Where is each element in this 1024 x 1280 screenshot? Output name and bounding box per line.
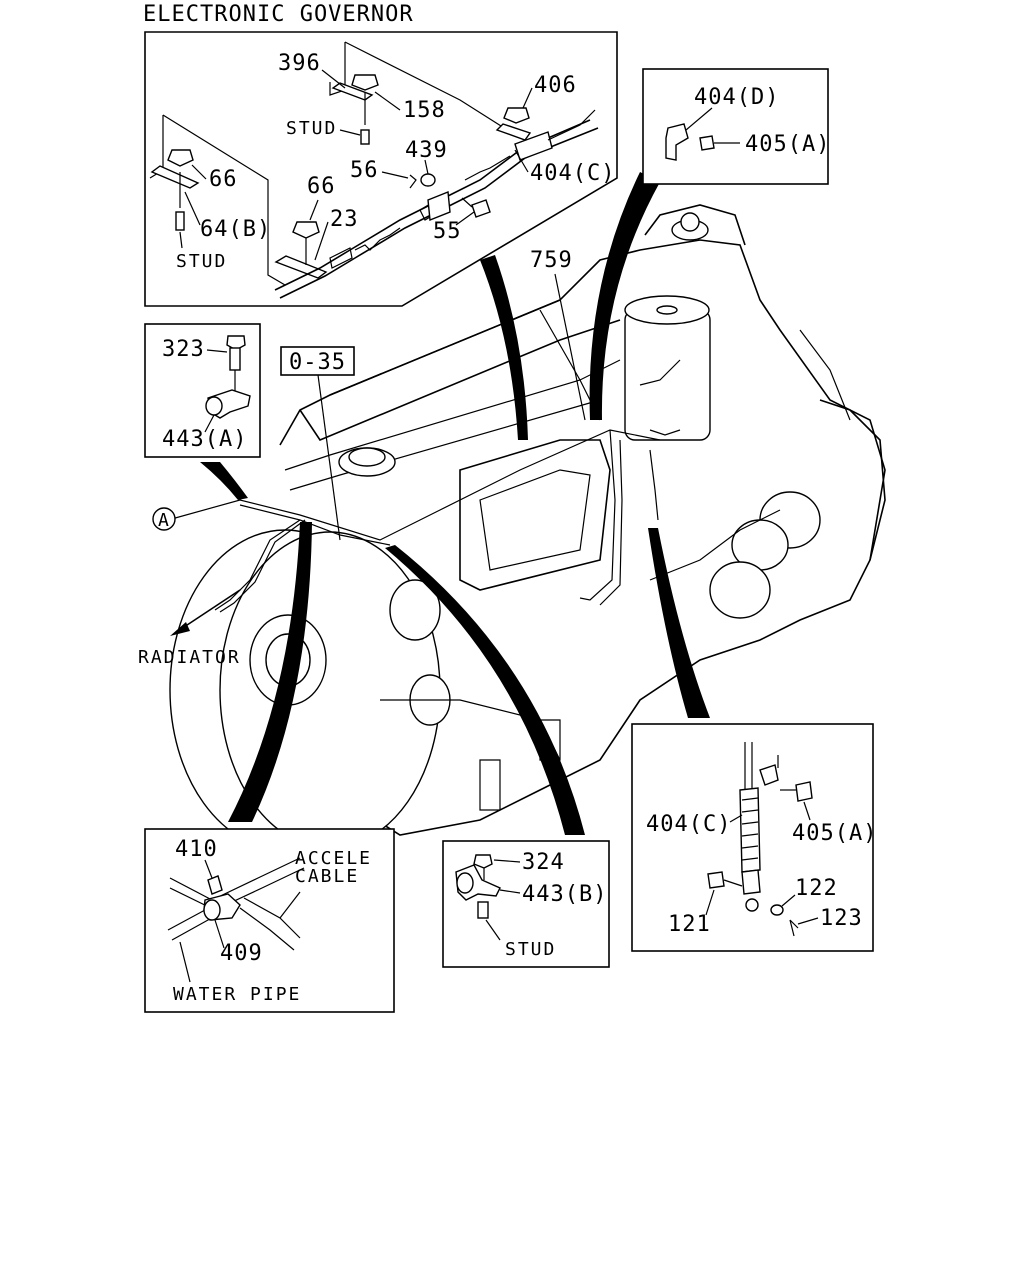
- stud-label-bottom: STUD: [505, 939, 556, 960]
- label-121: 121: [668, 912, 711, 937]
- diagram-title: ELECTRONIC GOVERNOR: [143, 2, 414, 27]
- inset-clamp-410: 410 409 ACCELE CABLE WATER PIPE: [144, 828, 395, 1013]
- label-404c-cable-end: 404(C): [646, 812, 731, 837]
- label-404c-governor: 404(C): [530, 161, 615, 186]
- inset-bracket-404d: 404(D) 405(A): [642, 68, 830, 185]
- accele-cable-label-line1: ACCELE: [295, 848, 372, 869]
- label-123: 123: [820, 906, 863, 931]
- label-64b: 64(B): [200, 217, 271, 242]
- label-404d: 404(D): [694, 85, 779, 110]
- label-66-left: 66: [209, 167, 238, 192]
- ref-box: [280, 346, 355, 376]
- label-406: 406: [534, 73, 577, 98]
- label-759: 759: [530, 248, 573, 273]
- accele-cable-label-line2: CABLE: [295, 866, 359, 887]
- label-56: 56: [350, 158, 379, 183]
- stud-label-left: STUD: [176, 251, 227, 272]
- label-55: 55: [433, 219, 462, 244]
- inset-governor: 396 158 STUD 406 439 56 404(C) 66 64(B) …: [144, 31, 618, 307]
- label-409: 409: [220, 941, 263, 966]
- label-66-center: 66: [307, 174, 336, 199]
- label-23: 23: [330, 207, 359, 232]
- inset-cable-end: 404(C) 405(A) 122 121 123: [631, 723, 877, 952]
- inset-clip-324: 324 443(B) STUD: [442, 840, 610, 968]
- stud-label-top: STUD: [286, 118, 337, 139]
- label-443b: 443(B): [522, 882, 607, 907]
- water-pipe-label: WATER PIPE: [173, 984, 301, 1005]
- label-410: 410: [175, 837, 218, 862]
- label-443a: 443(A): [162, 427, 247, 452]
- label-396: 396: [278, 51, 321, 76]
- callout-marker-letter: A: [158, 510, 171, 531]
- label-158: 158: [403, 98, 446, 123]
- ref-box-label: 0-35: [289, 350, 346, 375]
- inset-clip-323: 323 443(A): [144, 323, 261, 458]
- label-405a-bottom: 405(A): [792, 821, 877, 846]
- callout-sweeps: [200, 172, 710, 835]
- callout-marker: [152, 507, 176, 531]
- label-122: 122: [795, 876, 838, 901]
- label-324: 324: [522, 850, 565, 875]
- radiator-label: RADIATOR: [138, 647, 241, 668]
- label-323: 323: [162, 337, 205, 362]
- label-439: 439: [405, 138, 448, 163]
- label-405a-top: 405(A): [745, 132, 830, 157]
